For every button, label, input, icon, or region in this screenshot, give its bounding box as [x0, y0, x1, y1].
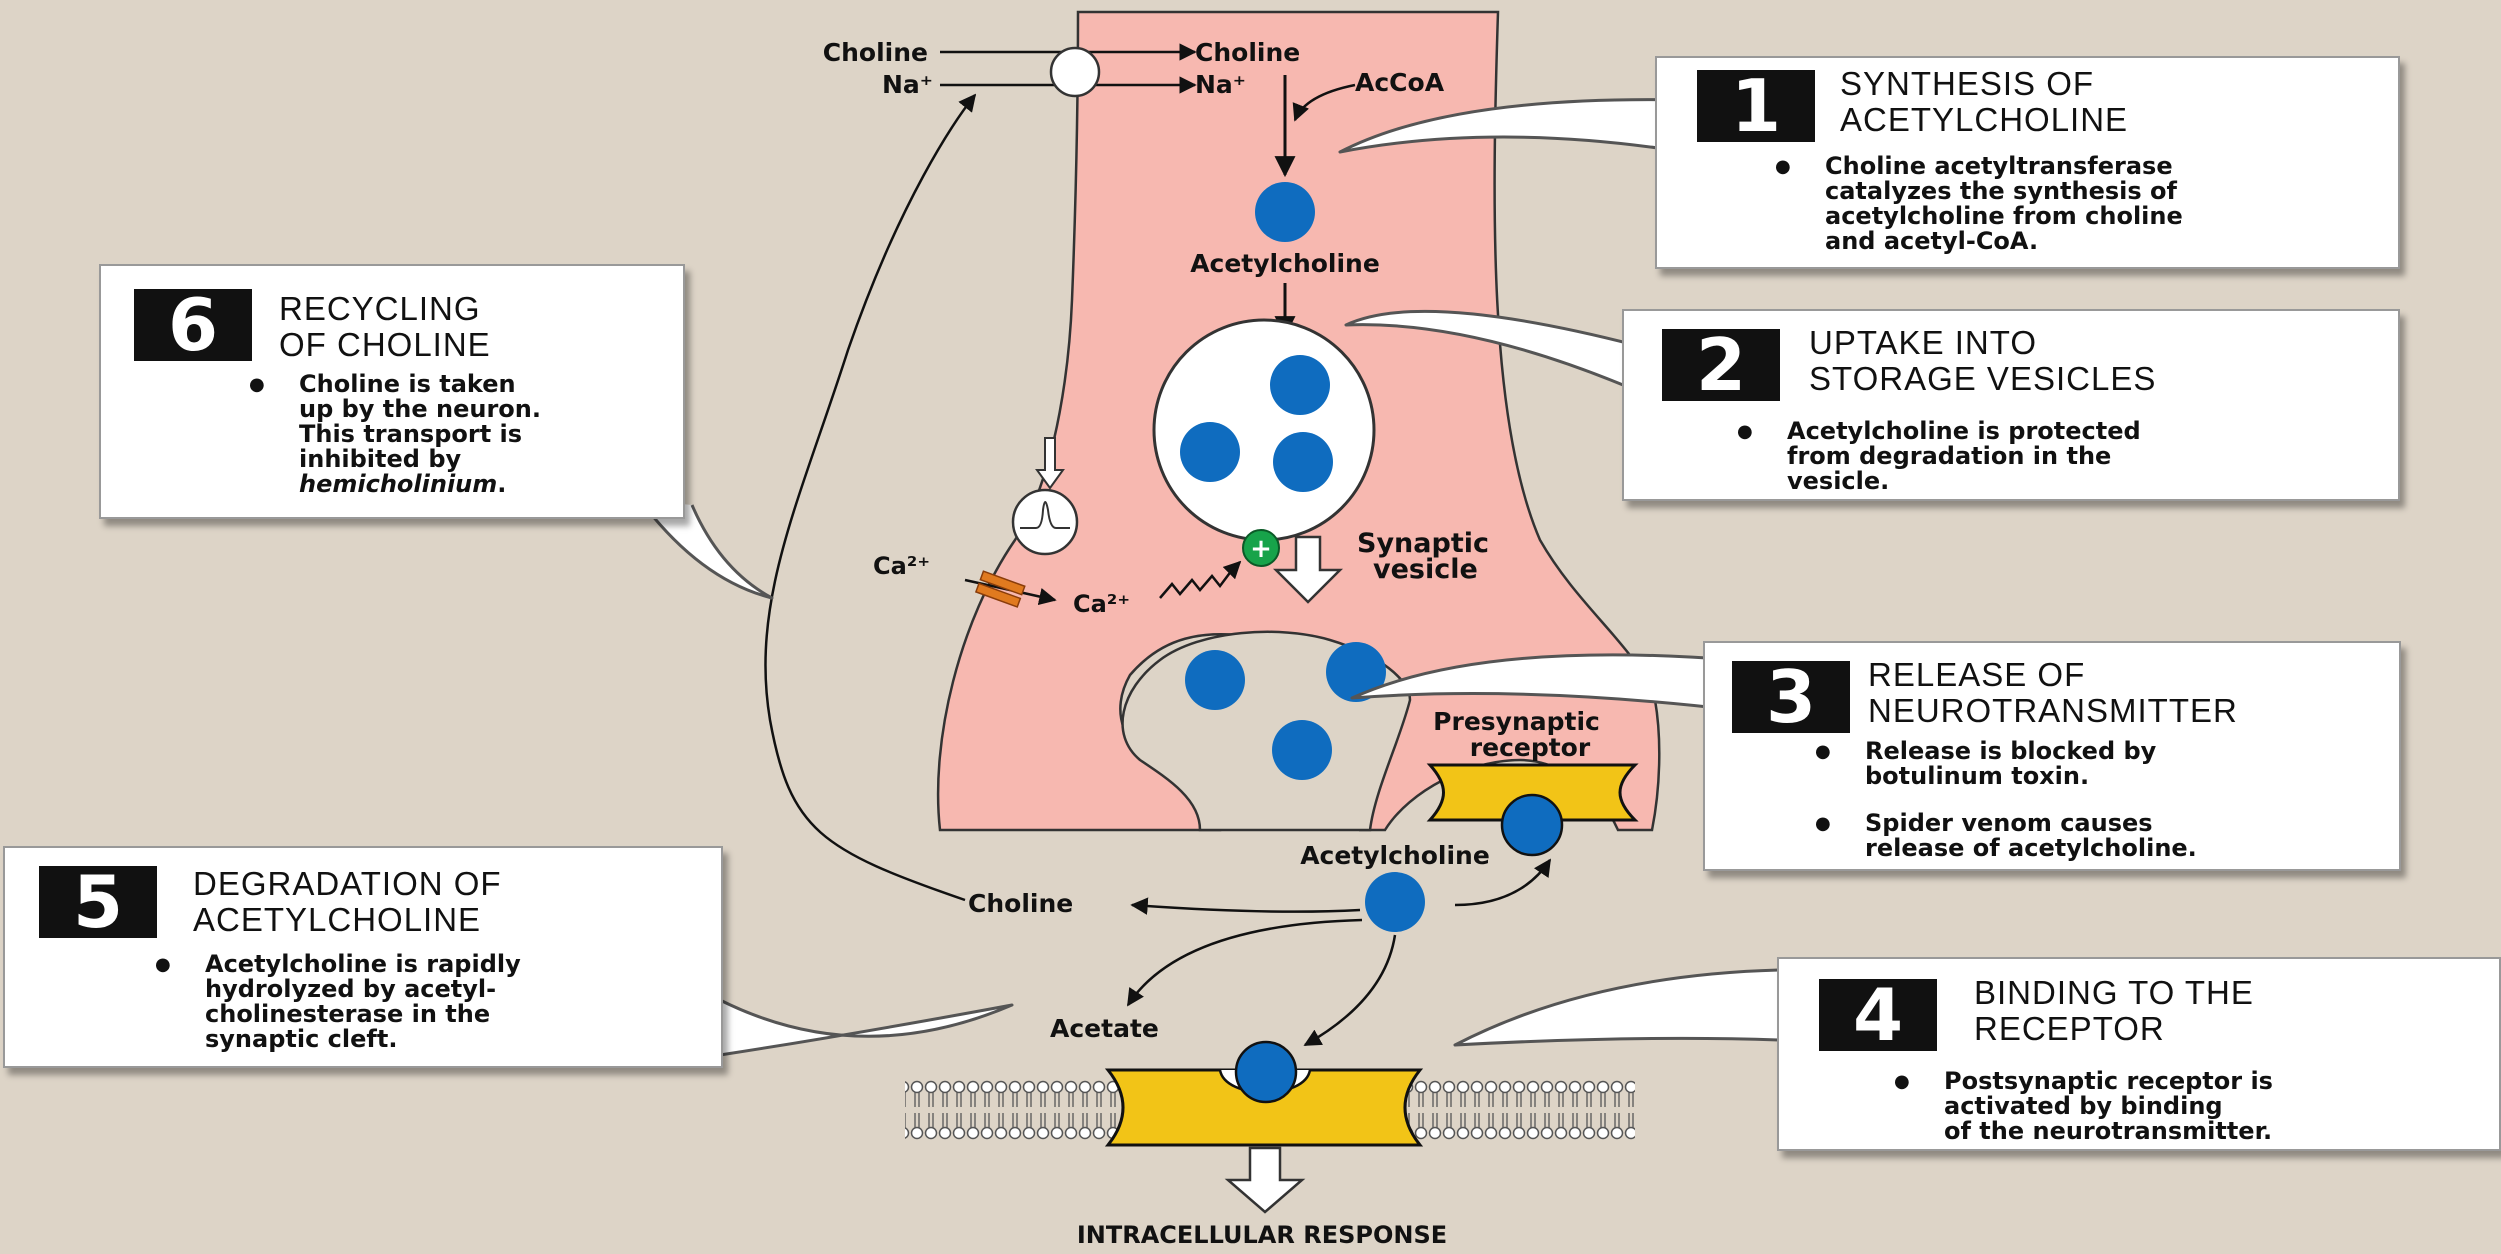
- step-bullets-3: Release is blocked by botulinum toxin. S…: [1865, 739, 2197, 861]
- acetylcholine-bound-presynaptic: [1502, 795, 1562, 855]
- label-intracellular-response: INTRACELLULAR RESPONSE: [1077, 1221, 1447, 1249]
- step-3-bullet-1: Release is blocked by botulinum toxin.: [1865, 739, 2197, 789]
- step-title-1: SYNTHESIS OF ACETYLCHOLINE: [1840, 66, 2128, 138]
- callout-pointer-5: [720, 1000, 1012, 1055]
- step-3-bullet-2: Spider venom causes release of acetylcho…: [1865, 811, 2197, 861]
- step-box-1: 1 SYNTHESIS OF ACETYLCHOLINE Choline ace…: [1655, 56, 2400, 269]
- label-acetylcholine-cleft: Acetylcholine: [1300, 841, 1490, 870]
- step-2-bullet: Acetylcholine is protected from degradat…: [1787, 419, 2141, 494]
- acetylcholine-molecule: [1272, 720, 1332, 780]
- acetylcholine-molecule: [1185, 650, 1245, 710]
- label-accoa: AcCoA: [1355, 68, 1445, 97]
- step-box-5: 5 DEGRADATION OF ACETYLCHOLINE Acetylcho…: [3, 846, 723, 1068]
- step-number-3: 3: [1732, 661, 1850, 733]
- label-na-outside: Na⁺: [882, 70, 933, 99]
- label-ca-inside: Ca²⁺: [1073, 590, 1130, 618]
- plus-sign: +: [1250, 534, 1272, 564]
- step-number-5: 5: [39, 866, 157, 938]
- acetylcholine-bound-postsynaptic: [1236, 1042, 1296, 1102]
- step-title-4: BINDING TO THE RECEPTOR: [1974, 975, 2254, 1047]
- acetate-product-arrow: [1128, 920, 1362, 1005]
- postsynaptic-binding-arrow: [1305, 935, 1395, 1045]
- label-choline-outside: Choline: [823, 38, 928, 67]
- step-bullets-6: Choline is taken up by the neuron. This …: [299, 372, 541, 497]
- acetylcholine-molecule: [1273, 432, 1333, 492]
- step-6-bullet-drug: hemicholinium: [299, 470, 497, 498]
- step-box-6: 6 RECYCLING OF CHOLINE Choline is taken …: [99, 264, 685, 519]
- step-5-bullet: Acetylcholine is rapidly hydrolyzed by a…: [205, 952, 521, 1052]
- label-acetate: Acetate: [1050, 1014, 1159, 1043]
- step-bullets-1: Choline acetyltransferase catalyzes the …: [1825, 154, 2183, 254]
- choline-product-arrow: [1132, 905, 1360, 912]
- label-choline-cleft: Choline: [968, 889, 1073, 918]
- step-title-2: UPTAKE INTO STORAGE VESICLES: [1809, 325, 2156, 397]
- step-bullets-4: Postsynaptic receptor is activated by bi…: [1944, 1069, 2273, 1144]
- step-number-4: 4: [1819, 979, 1937, 1051]
- step-6-bullet: Choline is taken up by the neuron. This …: [299, 372, 541, 497]
- label-synaptic-vesicle: Synaptic vesicle: [1357, 528, 1497, 585]
- label-choline-inside: Choline: [1195, 38, 1300, 67]
- acetylcholine-molecule: [1270, 355, 1330, 415]
- step-box-4: 4 BINDING TO THE RECEPTOR Postsynaptic r…: [1777, 957, 2501, 1151]
- step-bullets-2: Acetylcholine is protected from degradat…: [1787, 419, 2141, 494]
- step-title-6: RECYCLING OF CHOLINE: [279, 291, 491, 363]
- step-6-bullet-text: Choline is taken up by the neuron. This …: [299, 370, 541, 473]
- step-title-5: DEGRADATION OF ACETYLCHOLINE: [193, 866, 502, 938]
- storage-vesicle: [1154, 320, 1374, 540]
- acetylcholine-molecule: [1180, 422, 1240, 482]
- choline-transporter: [1051, 48, 1099, 96]
- step-number-1: 1: [1697, 70, 1815, 142]
- callout-pointer-4: [1455, 970, 1780, 1045]
- label-na-inside: Na⁺: [1195, 70, 1246, 99]
- response-arrow: [1228, 1148, 1302, 1212]
- acetylcholine-molecule: [1365, 872, 1425, 932]
- label-acetylcholine-synthesized: Acetylcholine: [1190, 249, 1380, 278]
- label-ca-outside: Ca²⁺: [873, 552, 930, 580]
- step-title-3: RELEASE OF NEUROTRANSMITTER: [1868, 657, 2238, 729]
- step-bullets-5: Acetylcholine is rapidly hydrolyzed by a…: [205, 952, 521, 1052]
- step-4-bullet: Postsynaptic receptor is activated by bi…: [1944, 1069, 2273, 1144]
- action-potential-icon: [1013, 490, 1077, 554]
- step-6-bullet-tail: .: [497, 470, 506, 498]
- step-number-2: 2: [1662, 329, 1780, 401]
- step-number-6: 6: [134, 289, 252, 361]
- step-box-2: 2 UPTAKE INTO STORAGE VESICLES Acetylcho…: [1622, 309, 2400, 501]
- step-box-3: 3 RELEASE OF NEUROTRANSMITTER Release is…: [1703, 641, 2401, 871]
- acetylcholine-molecule: [1255, 182, 1315, 242]
- step-1-bullet: Choline acetyltransferase catalyzes the …: [1825, 154, 2183, 254]
